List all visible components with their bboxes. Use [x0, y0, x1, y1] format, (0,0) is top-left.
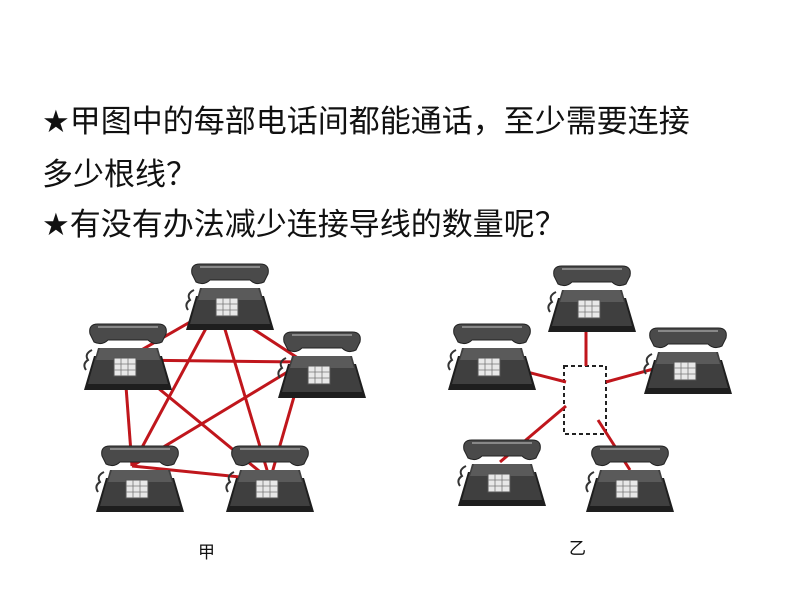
question-line-3: ★有没有办法减少连接导线的数量呢？	[42, 207, 566, 243]
wire-left-0-3	[130, 305, 220, 467]
telephone-icon	[185, 263, 275, 331]
telephone-icon	[447, 323, 537, 391]
question-line-2: 多少根线？	[42, 157, 197, 193]
telephone-icon	[643, 327, 733, 395]
telephone-icon	[277, 331, 367, 399]
right-phones	[447, 265, 733, 513]
telephone-icon	[83, 323, 173, 391]
telephone-icon	[547, 265, 637, 333]
caption-right: 乙	[569, 539, 586, 559]
telephone-icon	[95, 445, 185, 513]
telephone-icon	[585, 445, 675, 513]
telephone-icon	[457, 439, 547, 507]
question-line-1: ★甲图中的每部电话间都能通话，至少需要连接	[42, 104, 690, 140]
telephone-icon	[225, 445, 315, 513]
caption-left: 甲	[198, 543, 215, 563]
